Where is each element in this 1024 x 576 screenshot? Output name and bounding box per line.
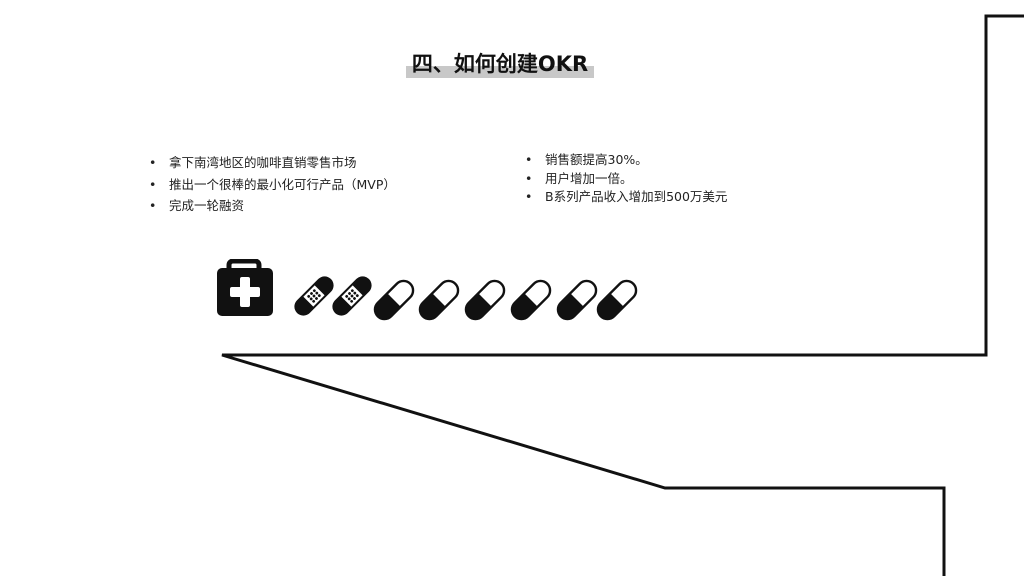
objective-item: 完成一轮融资 <box>149 195 396 217</box>
key-result-item: 用户增加一倍。 <box>525 170 727 189</box>
pill-icon <box>414 275 464 321</box>
pill-icon <box>369 275 419 321</box>
pill-icon <box>460 275 510 321</box>
pill-icon <box>552 275 602 321</box>
medical-kit-icon <box>217 259 273 316</box>
pill-icon <box>506 275 556 321</box>
key-result-item: 销售额提高30%。 <box>525 151 727 170</box>
frame-line-upper <box>221 14 1024 576</box>
key-result-item: B系列产品收入增加到500万美元 <box>525 188 727 207</box>
pill-icon <box>592 275 642 321</box>
bandage-icon <box>328 272 376 320</box>
bandage-icon <box>290 272 338 320</box>
key-results-list: 销售额提高30%。 用户增加一倍。 B系列产品收入增加到500万美元 <box>525 151 727 207</box>
objective-item: 推出一个很棒的最小化可行产品（MVP） <box>149 174 396 196</box>
title-text: 四、如何创建OKR <box>411 52 589 76</box>
title-highlight-bar <box>406 66 594 78</box>
objectives-list: 拿下南湾地区的咖啡直销零售市场 推出一个很棒的最小化可行产品（MVP） 完成一轮… <box>149 152 396 217</box>
icon-row <box>217 259 642 321</box>
slide-title: 四、如何创建OKR <box>406 50 594 78</box>
objective-item: 拿下南湾地区的咖啡直销零售市场 <box>149 152 396 174</box>
